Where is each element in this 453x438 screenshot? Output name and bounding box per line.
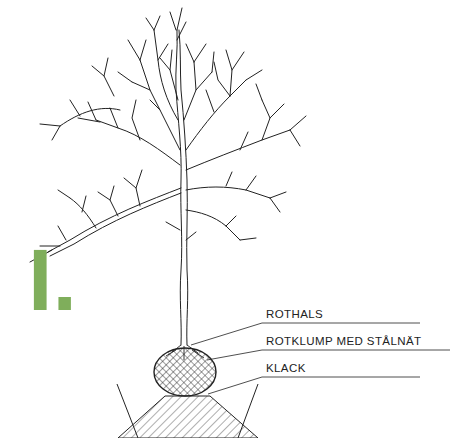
part-label: KLACK <box>266 361 306 375</box>
root-ball <box>154 348 216 396</box>
klack-mound <box>118 396 258 438</box>
part-label: ROTKLUMP MED STÅLNÄT <box>266 334 421 348</box>
part-label: ROTHALS <box>266 307 323 321</box>
section-number: I. <box>28 236 77 324</box>
leader-lines <box>191 323 450 394</box>
